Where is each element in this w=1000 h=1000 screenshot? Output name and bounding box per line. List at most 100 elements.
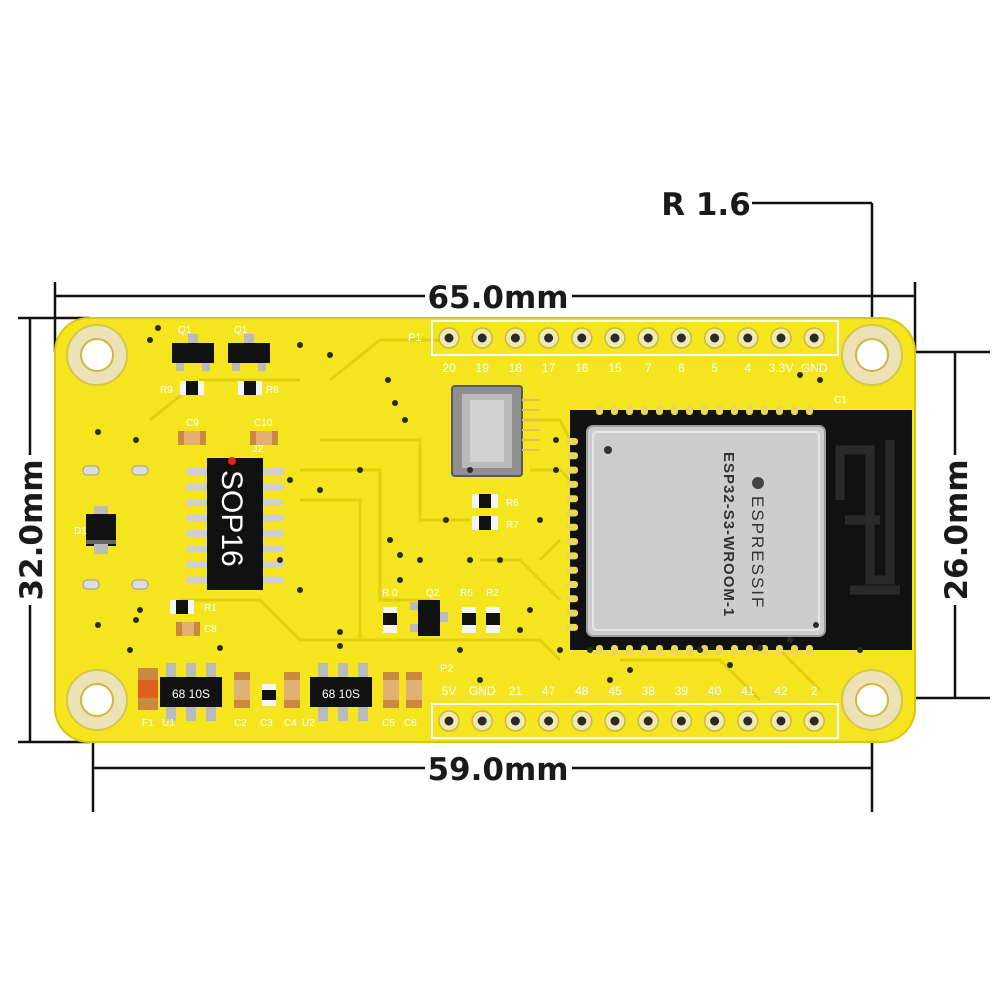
via	[327, 352, 333, 358]
via	[607, 677, 613, 683]
header-top-name: P1	[408, 332, 421, 344]
resistor-r9	[180, 381, 204, 395]
via	[817, 377, 823, 383]
castellation-bottom	[716, 645, 723, 655]
via	[727, 662, 733, 668]
ref-r1: R1	[204, 603, 217, 614]
ref-q1-left: Q1	[178, 325, 192, 336]
castellation-top	[656, 405, 663, 415]
header-top-pin-3	[537, 327, 560, 349]
ref-r6: R6	[506, 498, 519, 509]
ic-pin-right	[262, 576, 284, 584]
ref-r5: R5	[460, 588, 473, 599]
via	[517, 627, 523, 633]
header-bottom-pin-label: 21	[509, 684, 523, 698]
via	[357, 467, 363, 473]
castellation-bottom	[776, 645, 783, 655]
castellation-top	[746, 405, 753, 415]
castellation-top	[716, 405, 723, 415]
header-top-pin-2	[504, 327, 527, 349]
castellation-top	[686, 405, 693, 415]
header-top-pin-label: 5	[711, 361, 718, 375]
header-bottom-pin-2	[504, 710, 527, 732]
header-top-pin-label: 6	[678, 361, 685, 375]
regulator-u1-label: 68 10S	[172, 687, 210, 701]
ic-pin-right	[262, 468, 284, 475]
castellation-bottom	[611, 645, 618, 655]
via	[467, 467, 473, 473]
castellation-bottom	[686, 645, 693, 655]
castellation-left	[566, 452, 578, 460]
transistor-q2	[410, 600, 448, 636]
header-bottom-pin-label: 42	[774, 684, 788, 698]
header-top-pin-11	[803, 327, 825, 349]
hole-pitch-label: 59.0mm	[427, 752, 568, 788]
via	[757, 645, 763, 651]
via	[587, 647, 593, 653]
fpc-connector	[451, 385, 540, 477]
header-bottom-name: P2	[440, 663, 453, 675]
header-bottom-pin-6	[637, 710, 659, 732]
via	[155, 325, 161, 331]
via	[697, 647, 703, 653]
castellation-left	[566, 538, 578, 546]
castellation-bottom	[701, 645, 708, 655]
led-small-3	[82, 579, 100, 590]
espressif-logo-icon	[752, 477, 764, 489]
ic-body	[207, 458, 263, 590]
header-bottom-pin-9	[737, 710, 759, 732]
via	[95, 622, 101, 628]
module-name: ESP32-S3-WROOM-1	[720, 452, 737, 617]
via	[813, 622, 819, 628]
via	[317, 487, 323, 493]
resistor-r5	[462, 607, 476, 633]
ic-ref: J2	[252, 443, 264, 455]
header-top-pin-label: 7	[645, 361, 652, 375]
ref-c1: C1	[834, 395, 847, 406]
header-bottom-pin-label: 38	[642, 684, 656, 698]
ic-pin-left	[186, 561, 208, 568]
castellation-top	[731, 405, 738, 415]
resistor-r8	[238, 381, 262, 395]
castellation-bottom	[731, 645, 738, 655]
pcb-vias	[95, 325, 863, 683]
castellation-bottom	[641, 645, 648, 655]
ref-c5: C5	[382, 718, 395, 729]
ref-c3: C3	[260, 718, 273, 729]
via	[457, 647, 463, 653]
castellation-top	[776, 405, 783, 415]
via	[385, 377, 391, 383]
ic-pin-left	[186, 576, 208, 584]
via	[417, 557, 423, 563]
ref-u2: U2	[302, 718, 315, 729]
header-top-pin-5	[604, 327, 626, 349]
fuse-f1	[138, 668, 158, 710]
header-top-pin-label: GND	[801, 361, 828, 375]
mounting-hole-bottom-left	[66, 669, 128, 731]
ic-pins	[186, 468, 284, 584]
via	[133, 617, 139, 623]
header-top-pin-label: 15	[608, 361, 622, 375]
header-bottom-pin-3	[537, 710, 560, 732]
castellation-left	[566, 552, 578, 560]
ref-d1: D1	[74, 526, 87, 537]
via	[537, 517, 543, 523]
capacitor-c3	[262, 684, 276, 706]
via	[797, 372, 803, 378]
led-small-1	[82, 465, 100, 476]
castellation-left	[566, 623, 578, 631]
castellation-left	[566, 566, 578, 574]
ic-pin-left	[186, 483, 208, 491]
via	[392, 400, 398, 406]
header-top-pin-label: 18	[509, 361, 523, 375]
ref-c2: C2	[234, 718, 247, 729]
capacitor-c9	[178, 431, 206, 445]
via	[217, 645, 223, 651]
header-bottom-outline	[431, 703, 839, 739]
castellation-top	[626, 405, 633, 415]
ref-c6: C6	[404, 718, 417, 729]
header-bottom-pin-label: GND	[469, 684, 496, 698]
